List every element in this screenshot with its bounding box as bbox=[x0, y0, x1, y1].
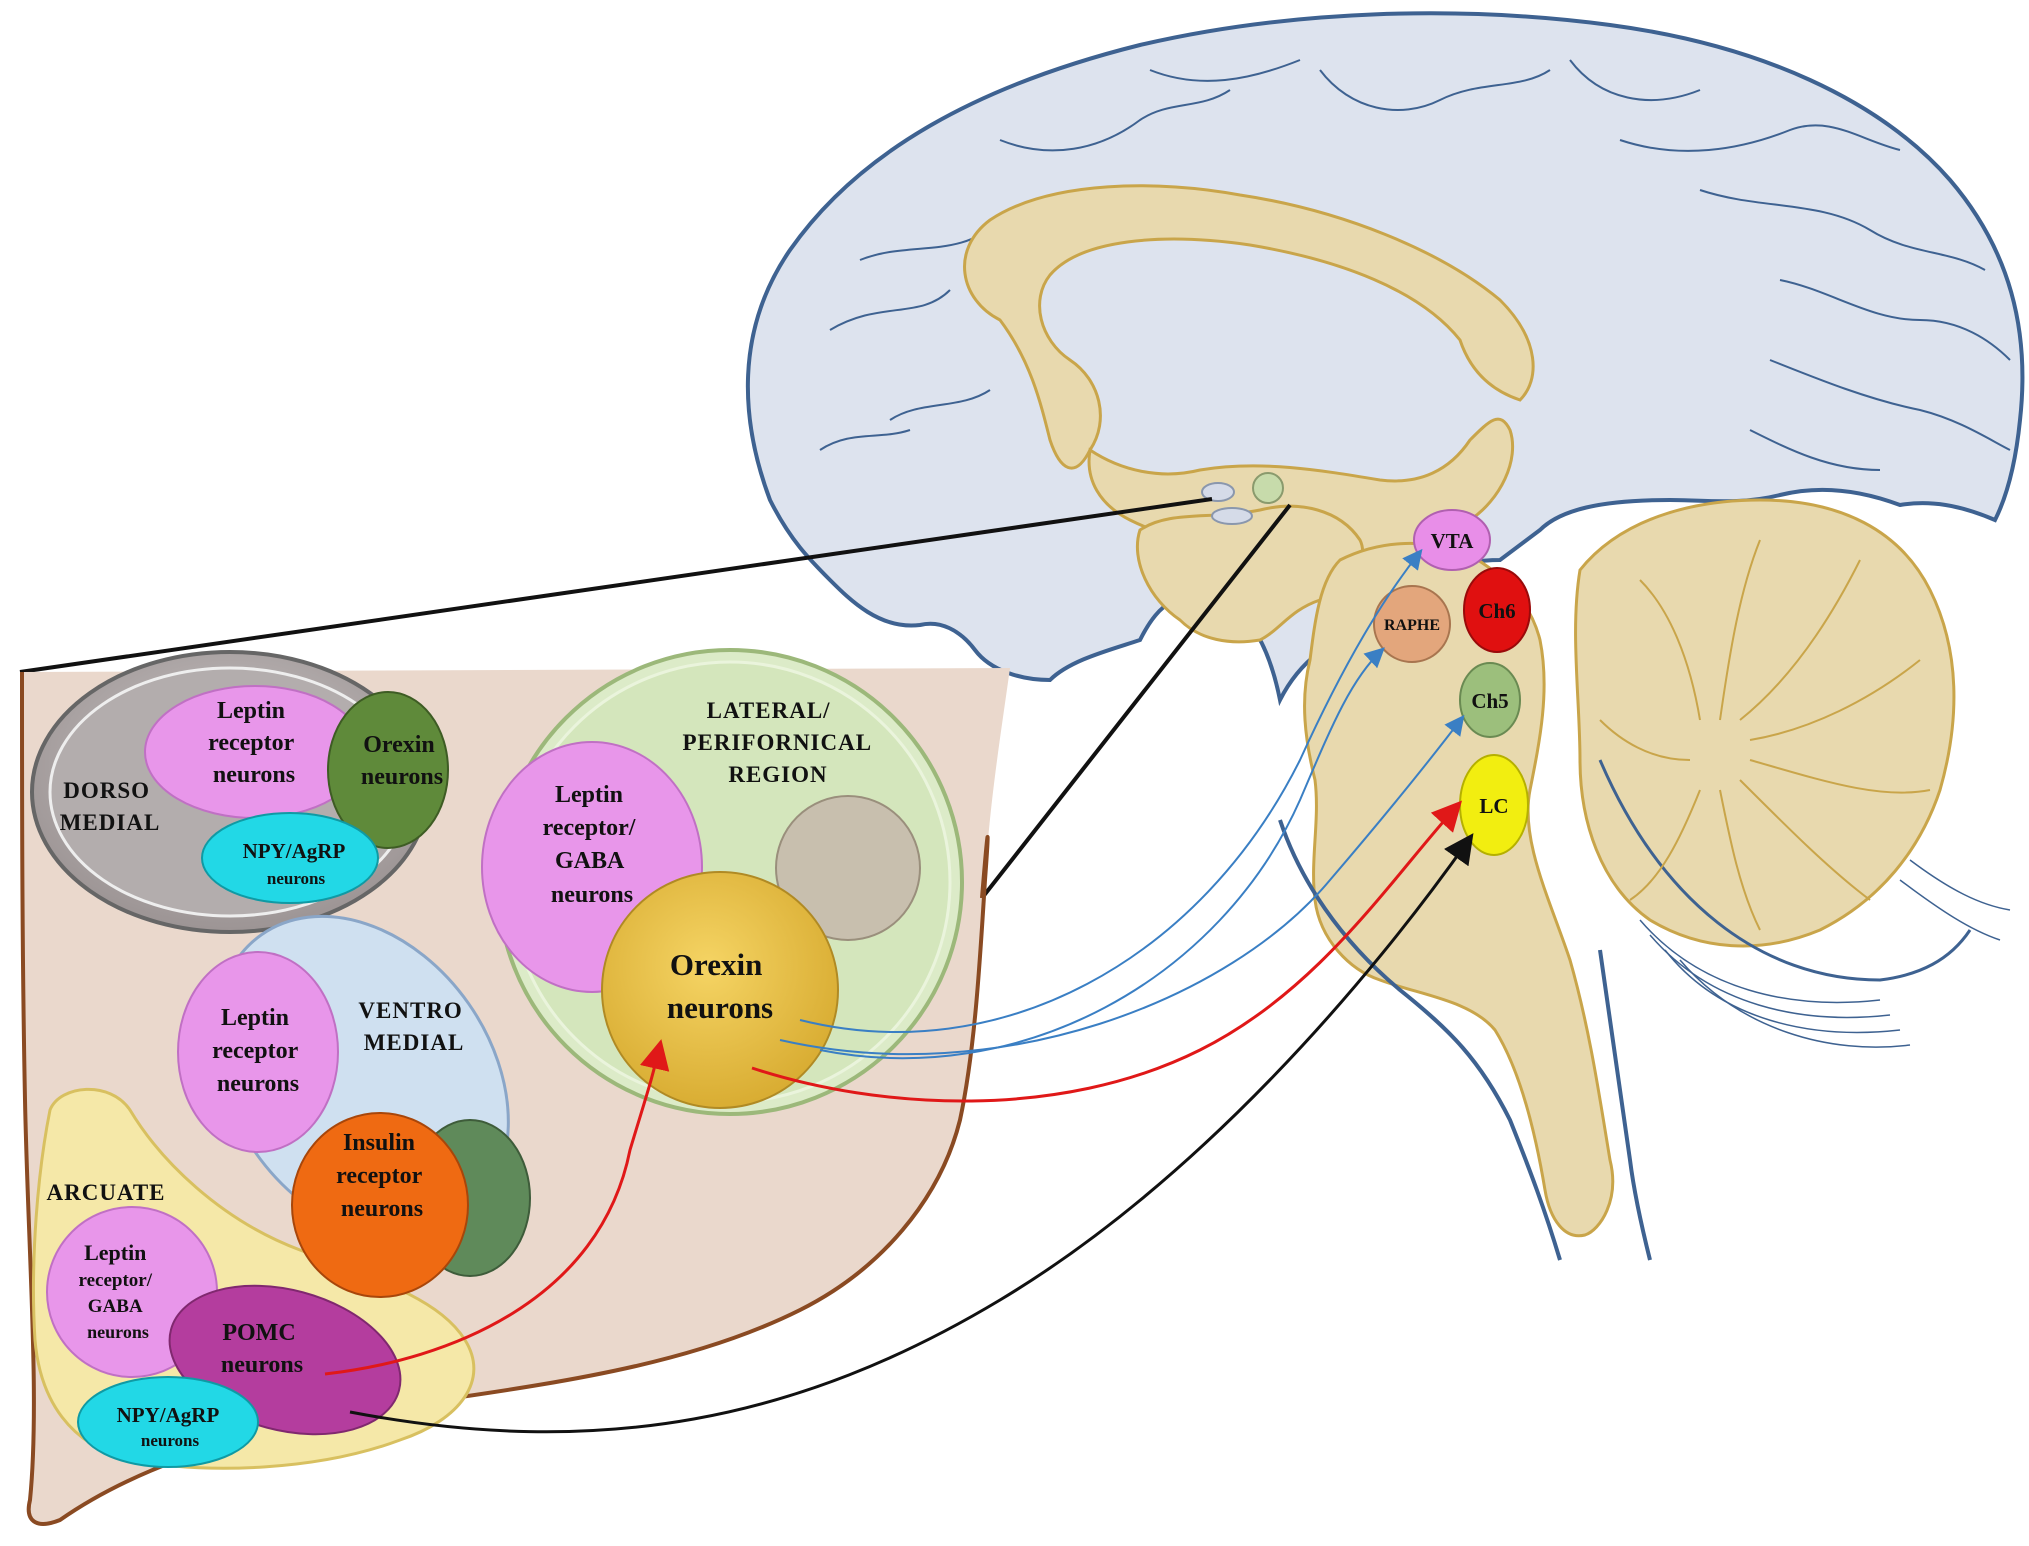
optic-structure-2 bbox=[1211, 507, 1253, 525]
lat-orexin-label: Orexin neurons bbox=[667, 947, 773, 1025]
medulla-outline bbox=[1278, 819, 1562, 1261]
vm-region-label: VENTRO MEDIAL bbox=[358, 998, 469, 1055]
projection-arrows bbox=[324, 548, 1474, 1434]
arc-leptin-label: Leptin receptor/ GABA neurons bbox=[79, 1240, 158, 1342]
arc-region-label: ARCUATE bbox=[46, 1180, 165, 1205]
gyri-lines bbox=[819, 59, 2011, 471]
ventromedial-region: Leptin receptor neurons Insulin receptor… bbox=[177, 914, 531, 1298]
raphe-label: RAPHE bbox=[1384, 617, 1440, 634]
brainstem bbox=[1303, 541, 1615, 1238]
orexin-to-lc-arrow bbox=[751, 800, 1463, 1103]
raphe-nucleus: RAPHE bbox=[1373, 585, 1451, 663]
hypothalamus-inset: Leptin receptor neurons Orexin neurons N… bbox=[20, 648, 1010, 1526]
arc-npy-label: NPY/AgRP neurons bbox=[117, 1403, 224, 1450]
ch6-nucleus: Ch6 bbox=[1463, 567, 1531, 653]
orexin-to-raphe-arrow bbox=[819, 647, 1385, 1060]
cerebellum bbox=[1574, 498, 2011, 1048]
optic-structure-1 bbox=[1201, 482, 1235, 502]
lc-nucleus: LC bbox=[1459, 754, 1529, 856]
mammillary-body bbox=[1252, 472, 1284, 504]
ch5-nucleus: Ch5 bbox=[1459, 662, 1521, 738]
orexin-to-ch5-arrow bbox=[779, 714, 1465, 1056]
corpus-callosum bbox=[963, 184, 1535, 470]
lc-label: LC bbox=[1479, 794, 1508, 818]
lat-grey-neurons bbox=[775, 795, 921, 941]
cerebrum bbox=[745, 11, 2025, 707]
dorsomedial-region: Leptin receptor neurons Orexin neurons N… bbox=[30, 650, 449, 934]
medulla-outline-right bbox=[1598, 949, 1652, 1261]
brain-sagittal-section bbox=[745, 11, 2025, 1261]
dm-leptin-label: Leptin receptor neurons bbox=[208, 698, 300, 788]
arcuate-region: Leptin receptor/ GABA neurons POMC neuro… bbox=[31, 1087, 476, 1470]
zoom-connectors bbox=[19, 497, 1292, 900]
dm-npy-label: NPY/AgRP neurons bbox=[243, 839, 350, 888]
arc-npy-neurons bbox=[77, 1376, 259, 1468]
orexin-to-vta-arrow bbox=[799, 548, 1423, 1033]
dm-orexin-label: Orexin neurons bbox=[361, 732, 443, 790]
dm-npy-neurons bbox=[201, 812, 379, 904]
lateral-perifornical-region: Leptin receptor/ GABA neurons Orexin neu… bbox=[481, 648, 964, 1116]
vm-insulin-neurons bbox=[291, 1112, 469, 1298]
pomc-to-orexin-arrow bbox=[324, 1039, 670, 1376]
vm-insulin-label: Insulin receptor neurons bbox=[336, 1130, 428, 1222]
dm-region-label: DORSO MEDIAL bbox=[60, 778, 161, 835]
vm-leptin-label: Leptin receptor neurons bbox=[212, 1005, 304, 1097]
dm-orexin-neurons bbox=[327, 691, 449, 849]
vta-nucleus: VTA bbox=[1413, 509, 1491, 571]
lat-leptin-label: Leptin receptor/ GABA neurons bbox=[543, 782, 642, 908]
ch6-label: Ch6 bbox=[1478, 599, 1515, 623]
ch5-label: Ch5 bbox=[1471, 689, 1508, 713]
brainstem-nuclei: VTA RAPHE Ch6 Ch5 LC bbox=[1373, 509, 1531, 856]
pomc-to-lc-arrow bbox=[349, 833, 1474, 1434]
arc-pomc-label: POMC neurons bbox=[221, 1320, 303, 1378]
lat-region-label: LATERAL/ PERIFORNICAL REGION bbox=[682, 698, 877, 787]
vm-leptin-neurons bbox=[177, 951, 339, 1153]
vta-label: VTA bbox=[1431, 529, 1475, 553]
